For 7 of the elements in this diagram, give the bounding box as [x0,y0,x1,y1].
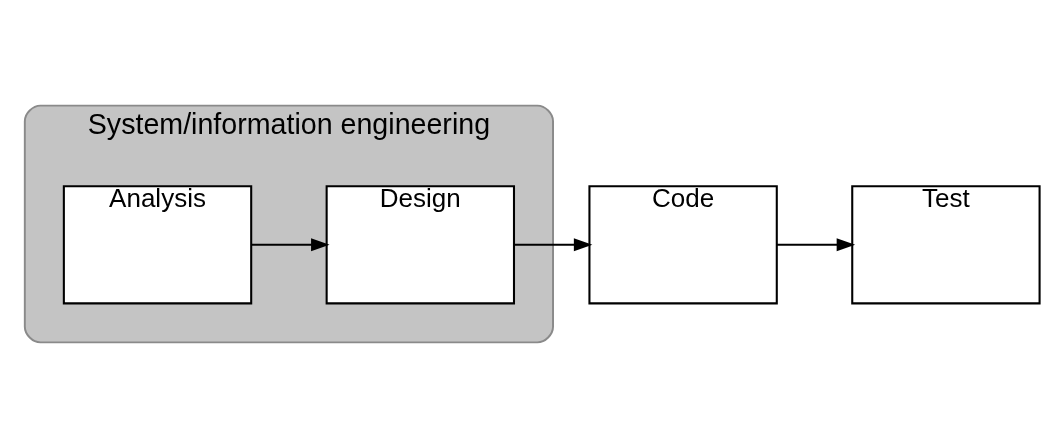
arrow [251,237,330,251]
node-box: Code [588,184,778,304]
node-box: Analysis [62,184,253,304]
arrow [776,237,856,251]
node-box: Design [325,184,516,304]
arrow [514,237,593,251]
node-box: Test [851,184,1041,304]
